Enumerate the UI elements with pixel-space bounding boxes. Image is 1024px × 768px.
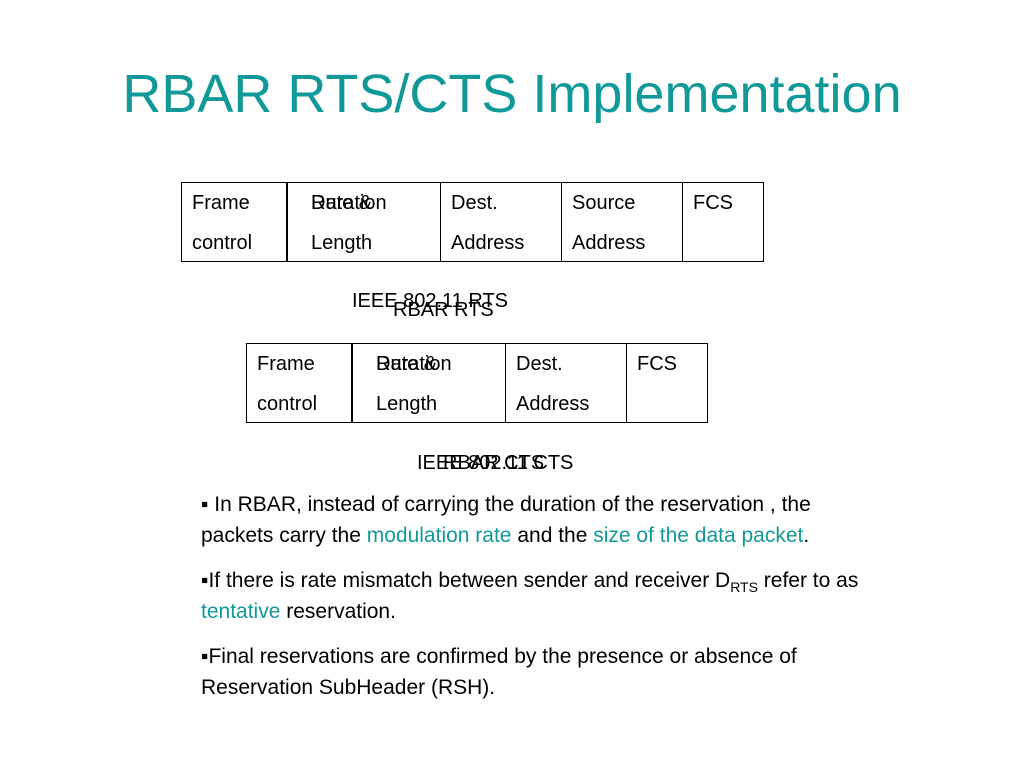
field-duration: Duration Rate & Length: [286, 182, 441, 262]
field-frame-control: Frame control: [181, 182, 288, 262]
field-label: Duration: [311, 192, 387, 214]
bullet-marker: ▪: [201, 645, 209, 668]
field-label: Address: [516, 393, 590, 415]
highlight-text: tentative: [201, 600, 281, 623]
field-label: Frame: [192, 192, 250, 214]
field-label: FCS: [637, 353, 677, 375]
cts-caption: IEEE 802.11 CTS: [417, 452, 574, 474]
bullet-item: ▪ In RBAR, instead of carrying the durat…: [201, 489, 881, 551]
highlight-text: modulation rate: [366, 524, 512, 547]
cts-frame-table: Frame control Duration Rate & Length Des…: [246, 343, 708, 423]
field-fcs: FCS: [682, 182, 764, 262]
rts-caption: IEEE 802.11 RTS: [352, 290, 509, 312]
field-dest-address: Dest. Address: [505, 343, 627, 423]
cts-caption-overlay: RBAR CTS: [443, 452, 545, 474]
field-label: Frame: [257, 353, 315, 375]
field-dest-address: Dest. Address: [440, 182, 562, 262]
bullet-item: ▪Final reservations are confirmed by the…: [201, 641, 881, 703]
field-label: FCS: [693, 192, 733, 214]
bullet-text: If there is rate mismatch between sender…: [208, 569, 731, 592]
rts-caption-overlay: RBAR RTS: [393, 299, 494, 321]
field-label: Address: [572, 232, 646, 254]
bullet-marker: ▪: [201, 569, 209, 592]
bullet-text: reservation.: [280, 600, 396, 623]
field-label: Source: [572, 192, 636, 214]
bullet-text: Final reservations are confirmed by the …: [201, 645, 797, 699]
bullet-text: In RBAR, instead of carrying the duratio…: [201, 493, 811, 547]
field-label: Dest.: [516, 353, 563, 375]
subscript-text: RTS: [730, 579, 758, 596]
highlight-text: size of the data packet: [593, 524, 804, 547]
field-label-overlay: Rate &: [311, 192, 373, 214]
rts-frame-table: Frame control Duration Rate & Length Des…: [181, 182, 764, 262]
field-source-address: Source Address: [561, 182, 683, 262]
field-frame-control: Frame control: [246, 343, 353, 423]
field-fcs: FCS: [626, 343, 708, 423]
field-label: control: [257, 393, 318, 415]
bullet-text: refer to as: [757, 569, 859, 592]
field-label: Dest.: [451, 192, 498, 214]
field-label: Address: [451, 232, 525, 254]
field-label: Duration: [376, 353, 452, 375]
bullet-list: ▪ In RBAR, instead of carrying the durat…: [201, 489, 881, 717]
bullet-marker: ▪: [201, 493, 209, 516]
bullet-text: .: [803, 524, 810, 547]
field-label-overlay: Length: [376, 393, 438, 415]
bullet-item: ▪If there is rate mismatch between sende…: [201, 565, 881, 627]
field-label: control: [192, 232, 253, 254]
field-label-overlay: Length: [311, 232, 373, 254]
bullet-text: and the: [511, 524, 594, 547]
field-duration: Duration Rate & Length: [351, 343, 506, 423]
slide-title: RBAR RTS/CTS Implementation: [122, 64, 902, 124]
field-label-overlay: Rate &: [376, 353, 438, 375]
